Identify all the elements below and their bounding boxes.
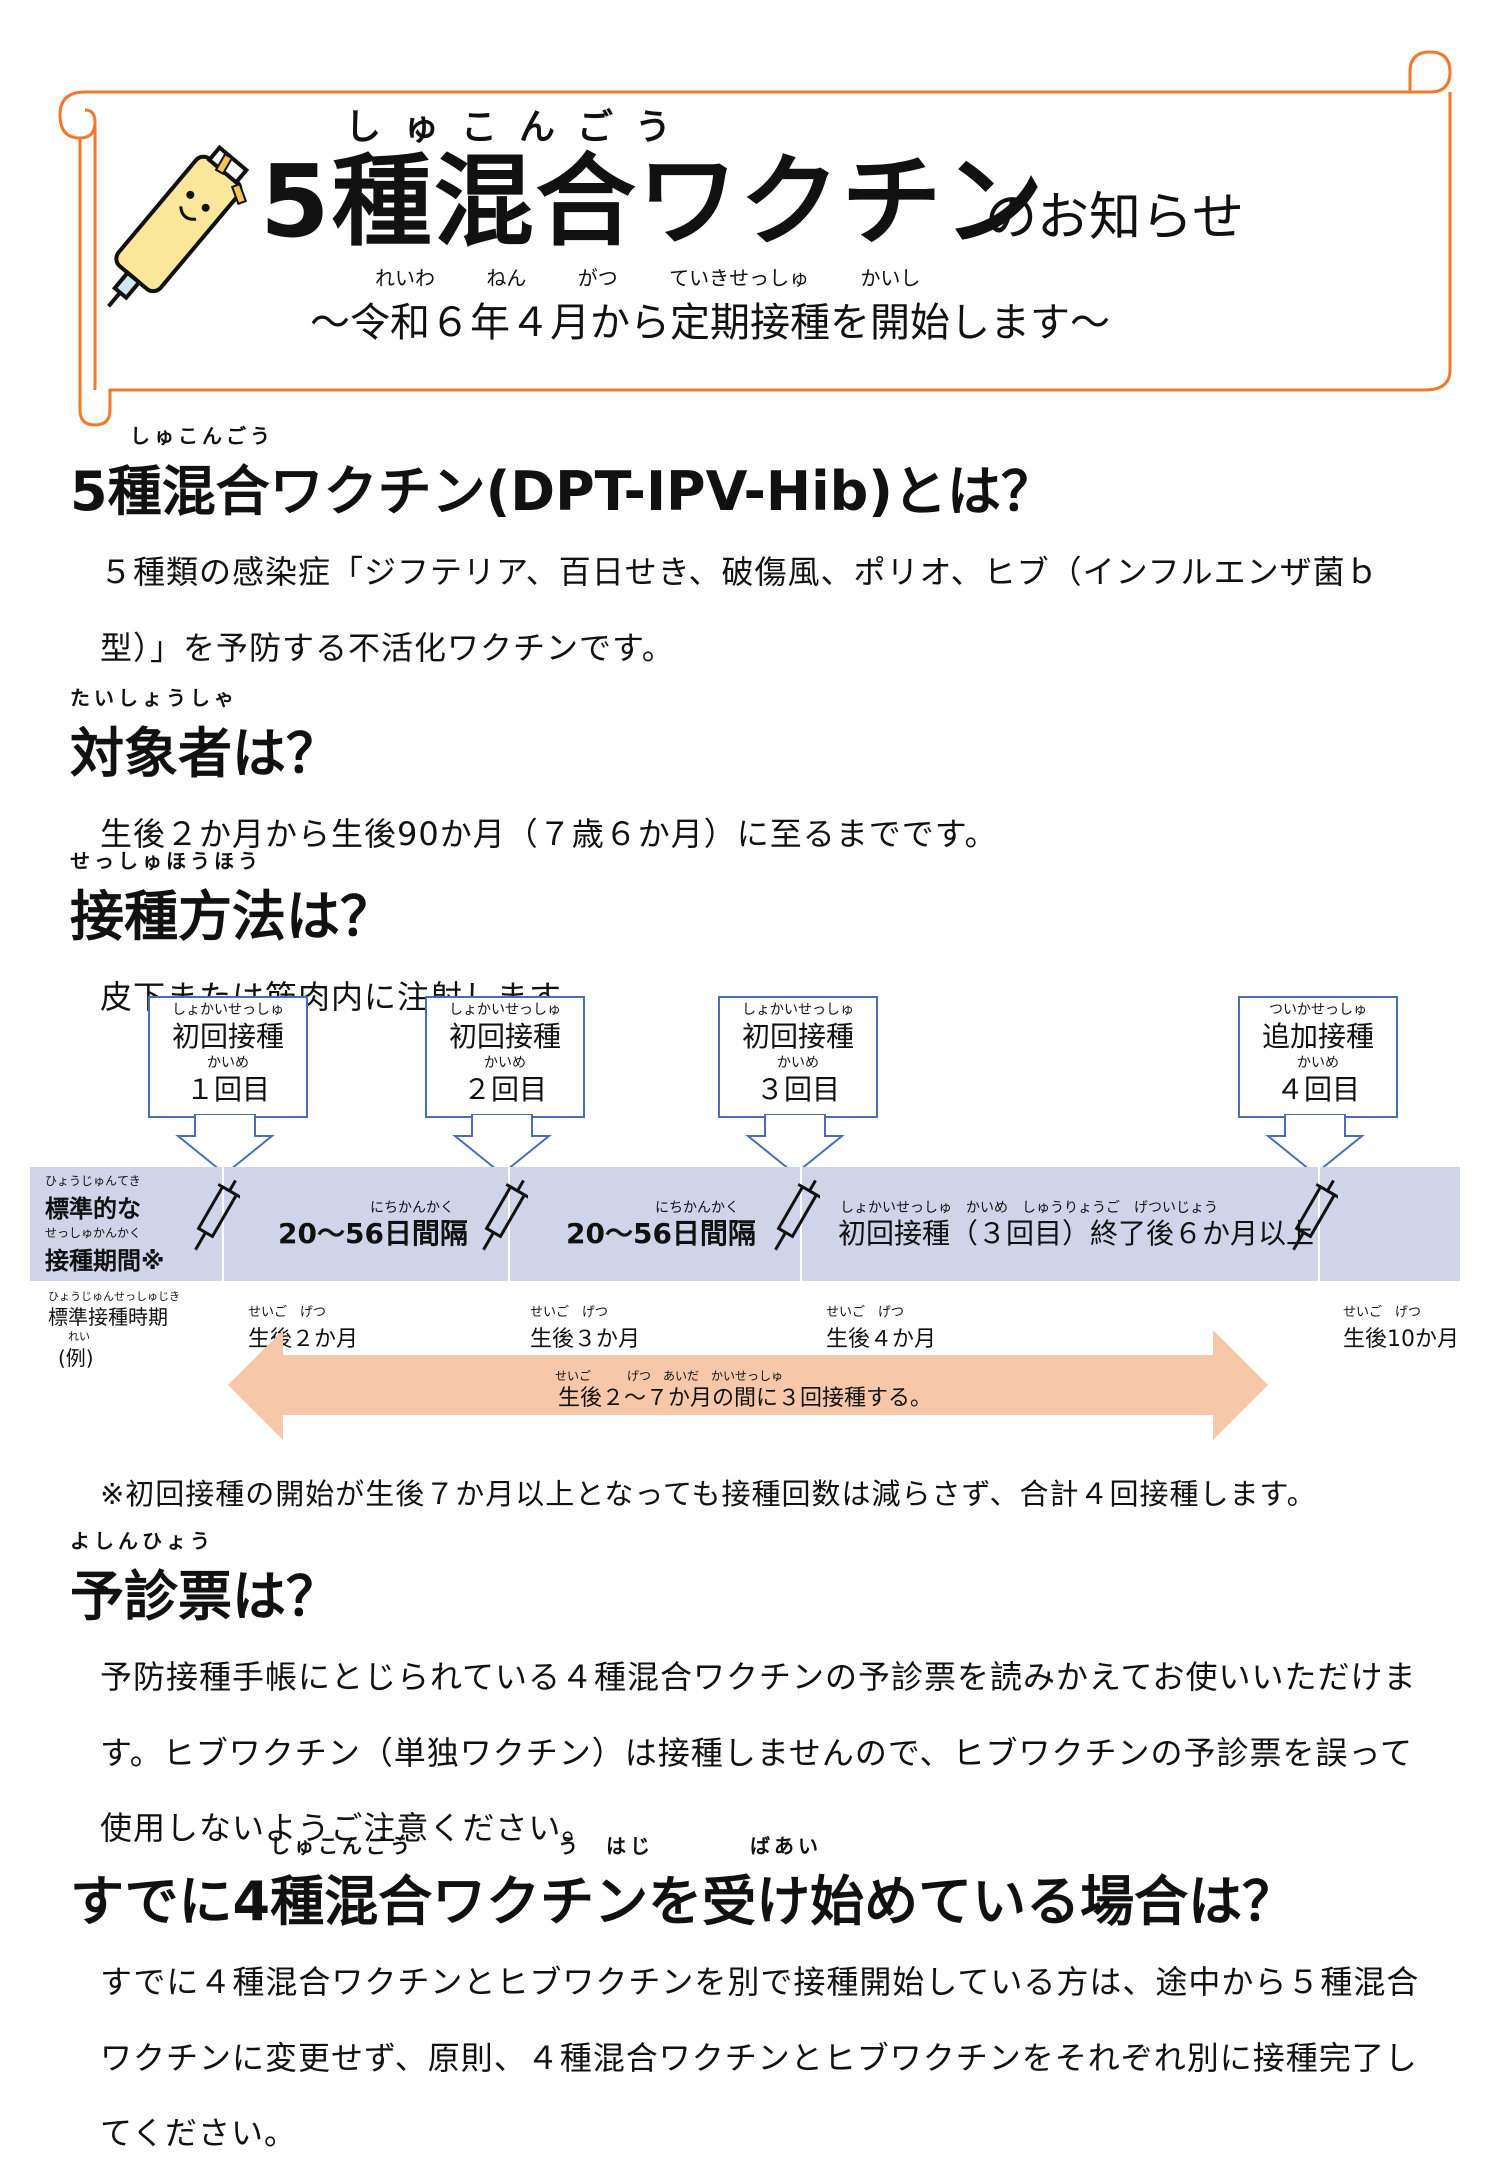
down-arrow-icon	[452, 1114, 552, 1176]
section-heading: 対象者は？	[70, 722, 340, 785]
section-heading-ruby: しゅこんごう	[130, 424, 274, 448]
age-label-3: せいご げつ生後４か月	[826, 1305, 937, 1352]
section-heading: すでに4種混合ワクチンを受け始めている場合は？	[70, 1870, 1297, 1933]
dose-pointer-arrows	[175, 1114, 1365, 1176]
age-label-4: せいご げつ生後10か月	[1343, 1305, 1459, 1352]
section-body: ５種類の感染症「ジフテリア、百日せき、破傷風、ポリオ、ヒブ（インフルエンザ菌ｂ型…	[100, 553, 1379, 667]
age-label-2: せいご げつ生後３か月	[530, 1305, 641, 1352]
section-form: よしんひょう 予診票は？ 予防接種手帳にとじられている４種混合ワクチンの予診票を…	[70, 1525, 1450, 1866]
interval-ruby: しょかいせっしゅ かいめ しゅうりょうご げついじょう	[840, 1200, 1218, 1216]
syringe-mascot-icon	[107, 144, 250, 308]
syringe-icon	[774, 1179, 820, 1251]
section-heading-ruby: しゅこんごう う はじ ばあい	[270, 1834, 822, 1858]
section-heading-ruby: たいしょうしゃ	[70, 686, 238, 710]
page-title: 5種混合ワクチン	[260, 143, 1046, 260]
band-label: ひょうじゅんてき 標準的な せっしゅかんかく 接種期間※	[45, 1174, 165, 1275]
arrow-ruby: せいご げつ あいだ かいせっしゅ	[555, 1369, 784, 1383]
dose-box-2: しょかいせっしゅ 初回接種 かいめ ２回目	[425, 996, 585, 1118]
dose-box-1: しょかいせっしゅ 初回接種 かいめ １回目	[148, 996, 308, 1118]
dose-box-3: しょかいせっしゅ 初回接種 かいめ ３回目	[718, 996, 878, 1118]
page-subtitle: ～令和６年４月から定期接種を開始します～	[310, 300, 1110, 346]
down-arrow-icon	[1265, 1114, 1365, 1176]
interval-ruby: にちかんかく	[370, 1200, 454, 1216]
schedule-note: ※初回接種の開始が生後７か月以上となっても接種回数は減らさず、合計４回接種します…	[100, 1477, 1317, 1511]
section-target: たいしょうしゃ 対象者は？ 生後２か月から生後90か月（７歳６か月）に至るまでで…	[70, 682, 1450, 873]
section-what: しゅこんごう 5種混合ワクチン(DPT-IPV-Hib)とは？ ５種類の感染症「…	[70, 420, 1450, 686]
section-heading: 5種混合ワクチン(DPT-IPV-Hib)とは？	[70, 460, 1055, 523]
syringe-icon	[482, 1179, 528, 1251]
down-arrow-icon	[745, 1114, 845, 1176]
section-body: 生後２か月から生後90か月（７歳６か月）に至るまでです。	[100, 815, 998, 854]
interval-3: 初回接種（３回目）終了後６か月以上	[838, 1217, 1315, 1250]
subtitle-ruby: れいわ ねん がつ ていきせっしゅ かいし	[375, 266, 921, 290]
section-heading-ruby: よしんひょう	[70, 1529, 214, 1553]
double-arrow-icon	[228, 1330, 1268, 1440]
down-arrow-icon	[175, 1114, 275, 1176]
interval-ruby: にちかんかく	[655, 1200, 739, 1216]
band-separator	[222, 1167, 224, 1281]
section-heading: 接種方法は？	[70, 885, 394, 948]
arrow-text: 生後２～７か月の間に３回接種する。	[558, 1386, 933, 1411]
title-scroll-banner	[58, 50, 1452, 427]
section-body: 予防接種手帳にとじられている４種混合ワクチンの予診票を読みかえてお使いいただけま…	[100, 1658, 1417, 1847]
section-heading-ruby: せっしゅほうほう	[70, 849, 262, 873]
syringe-icon	[194, 1179, 240, 1251]
section-heading: 予診票は？	[70, 1565, 340, 1628]
syringe-icon	[1292, 1179, 1338, 1251]
interval-1: 20～56日間隔	[278, 1217, 468, 1250]
dose-box-4: ついかせっしゅ 追加接種 かいめ ４回目	[1238, 996, 1398, 1118]
std-timing-label: ひょうじゅんせっしゅじき 標準接種時期 れい (例)	[48, 1290, 180, 1370]
page-title-suffix: のお知らせ	[985, 188, 1244, 248]
interval-2: 20～56日間隔	[566, 1217, 756, 1250]
title-ruby: しゅこんごう	[345, 107, 694, 148]
schedule-band	[30, 1167, 1460, 1281]
section-body: すでに４種混合ワクチンとヒブワクチンを別で接種開始している方は、途中から５種混合…	[100, 1963, 1420, 2152]
section-already: しゅこんごう う はじ ばあい すでに4種混合ワクチンを受け始めている場合は？ …	[70, 1830, 1470, 2171]
